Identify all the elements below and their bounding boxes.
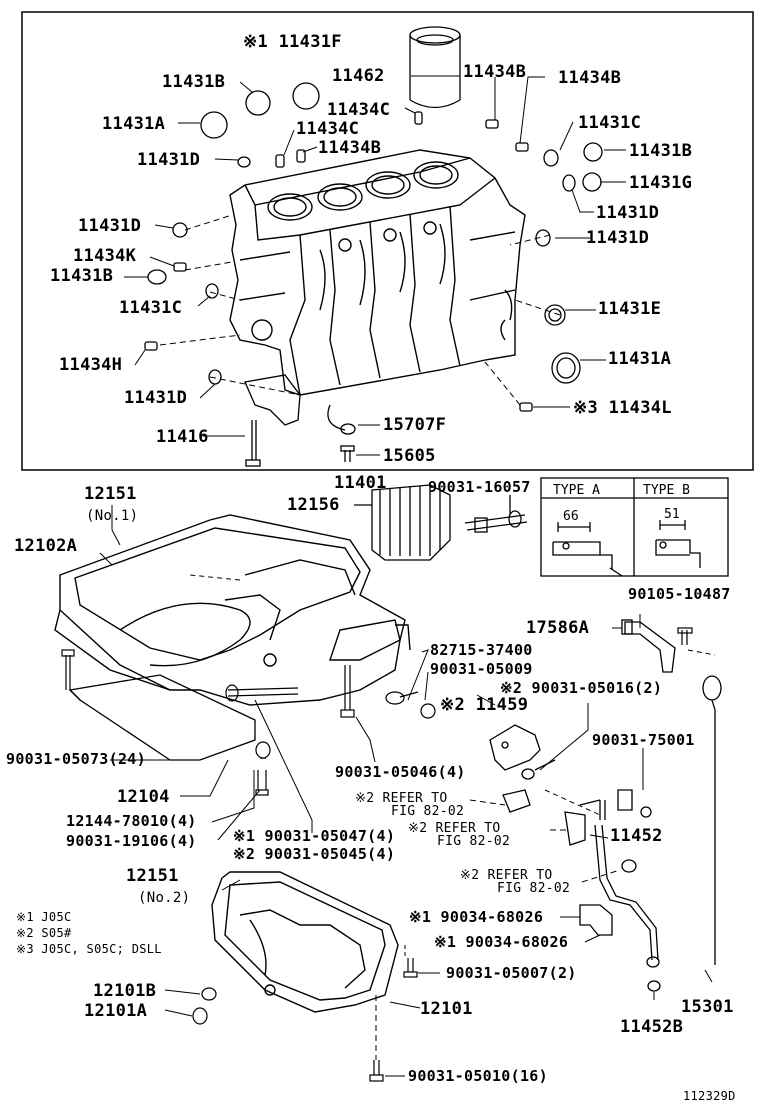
label-11434H: 11434H — [59, 355, 123, 375]
label-90105-10487: 90105-10487 — [628, 585, 731, 603]
label-11434L: ※3 11434L — [573, 398, 672, 418]
plate-12104-drawing — [68, 674, 256, 761]
stud-drawing — [464, 495, 528, 533]
bottom-bolts — [192, 945, 418, 1082]
type-box-drawing — [540, 477, 729, 577]
label-11431C-a: 11431C — [578, 113, 642, 133]
label-12104: 12104 — [117, 787, 170, 807]
strainer-11452-drawing — [579, 789, 661, 992]
label-11434C-b: 11434C — [296, 119, 360, 139]
label-15707F: 15707F — [383, 415, 447, 435]
oil-pan-no1-drawing — [54, 514, 411, 706]
label-12101B: 12101B — [93, 981, 157, 1001]
label-15605: 15605 — [383, 446, 436, 466]
label-90031-16057: 90031-16057 — [428, 478, 531, 496]
label-11431D-e: 11431D — [124, 388, 188, 408]
label-11459: ※2 11459 — [440, 695, 529, 715]
legend-note-2: ※2 S05# — [16, 926, 72, 940]
label-12144-78010: 12144-78010(4) — [66, 812, 197, 830]
legend-note-3: ※3 J05C, S05C; DSLL — [16, 942, 162, 956]
label-11431D-b: 11431D — [596, 203, 660, 223]
diagram-id: 112329D — [683, 1089, 736, 1103]
label-no2: (No.2) — [138, 890, 191, 906]
cylinder-block-drawing — [159, 149, 561, 406]
label-11431B-left: 11431B — [50, 266, 114, 286]
label-11431A-top: 11431A — [102, 114, 166, 134]
label-12156: 12156 — [287, 495, 340, 515]
label-refer-1-fig: FIG 82-02 — [391, 804, 465, 819]
label-no1: (No.1) — [86, 508, 139, 524]
legend-note-1: ※1 J05C — [16, 910, 72, 924]
label-90031-75001: 90031-75001 — [592, 731, 695, 749]
label-11434B-c: 11434B — [318, 138, 382, 158]
label-refer-1: ※2 REFER TO — [355, 791, 448, 806]
label-17586A: 17586A — [526, 618, 590, 638]
label-90031-05047: ※1 90031-05047(4) — [233, 827, 396, 845]
label-11434B-b: 11434B — [558, 68, 622, 88]
label-15301: 15301 — [681, 997, 734, 1017]
label-11431F: ※1 11431F — [243, 32, 342, 52]
label-11434C-a: 11434C — [327, 100, 391, 120]
label-11452B: 11452B — [620, 1017, 684, 1037]
oil-pan-no2-drawing — [211, 871, 399, 1013]
label-11431C-b: 11431C — [119, 298, 183, 318]
label-11452: 11452 — [610, 826, 663, 846]
label-90031-05007: 90031-05007(2) — [446, 964, 577, 982]
label-90031-05046: 90031-05046(4) — [335, 763, 466, 781]
type-b-label: TYPE B — [643, 483, 690, 498]
baffle-drawing — [354, 484, 451, 561]
label-11431E: 11431E — [598, 299, 662, 319]
upper-group-frame — [21, 11, 754, 471]
bolts-drawing — [61, 627, 693, 796]
label-11434K: 11434K — [73, 246, 137, 266]
label-11431D-a: 11431D — [137, 150, 201, 170]
label-90031-19106: 90031-19106(4) — [66, 832, 197, 850]
label-82715-37400: 82715-37400 — [430, 641, 533, 659]
label-90031-05009: 90031-05009 — [430, 660, 533, 678]
label-90034-68026-a: ※1 90034-68026 — [409, 908, 544, 926]
label-90034-68026-b: ※1 90034-68026 — [434, 933, 569, 951]
type-a-label: TYPE A — [553, 483, 600, 498]
label-12101: 12101 — [420, 999, 473, 1019]
type-b-dim: 51 — [664, 507, 680, 522]
label-11401: 11401 — [334, 473, 387, 493]
label-11416: 11416 — [156, 427, 209, 447]
upper-leaders — [124, 35, 626, 456]
label-refer-2: ※2 REFER TO — [408, 821, 501, 836]
label-90031-05010: 90031-05010(16) — [408, 1067, 548, 1085]
dipstick-drawing — [621, 619, 722, 965]
label-11431B-top: 11431B — [162, 72, 226, 92]
label-11431D-c: 11431D — [78, 216, 142, 236]
type-a-dim: 66 — [563, 509, 579, 524]
label-11431B-right: 11431B — [629, 141, 693, 161]
label-11431G: 11431G — [629, 173, 693, 193]
label-90031-05073: 90031-05073(24) — [6, 750, 146, 768]
label-11431D-d: 11431D — [586, 228, 650, 248]
label-90031-05016: ※2 90031-05016(2) — [500, 679, 663, 697]
label-12151-no2: 12151 — [126, 866, 179, 886]
top-parts-drawing — [144, 26, 603, 467]
label-11431A-right: 11431A — [608, 349, 672, 369]
label-12101A: 12101A — [84, 1001, 148, 1021]
label-refer-3: ※2 REFER TO — [460, 868, 553, 883]
label-12151-no1: 12151 — [84, 484, 137, 504]
lower-leaders — [99, 505, 713, 1077]
bracket-11459-drawing — [489, 724, 586, 846]
label-90031-05045: ※2 90031-05045(4) — [233, 845, 396, 863]
label-11434B-a: 11434B — [463, 62, 527, 82]
label-12102A: 12102A — [14, 536, 78, 556]
label-11462: 11462 — [332, 66, 385, 86]
label-refer-2-fig: FIG 82-02 — [437, 834, 511, 849]
label-refer-3-fig: FIG 82-02 — [497, 881, 571, 896]
